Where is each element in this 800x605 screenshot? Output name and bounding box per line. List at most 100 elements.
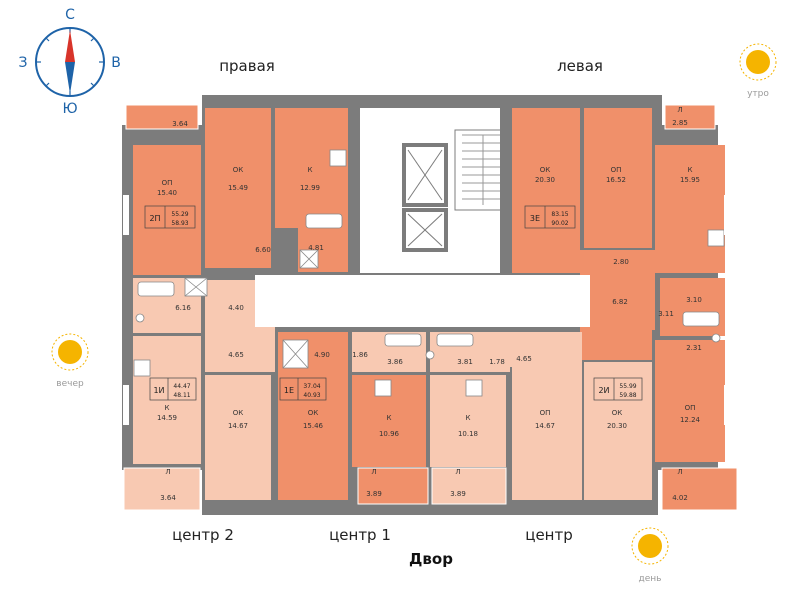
sun-morning-label: утро <box>747 89 769 99</box>
room-tag: ОП <box>685 404 696 412</box>
sun-evening-icon: вечер <box>51 333 89 389</box>
compass-needle-north <box>65 30 75 62</box>
svg-text:2П: 2П <box>149 214 160 223</box>
room-area: 16.52 <box>606 176 626 184</box>
room-area: 12.99 <box>300 184 320 192</box>
room-tag: К <box>466 414 471 422</box>
apartment-2p: 2П 55.29 58.93 <box>144 205 196 229</box>
section-label-right: правая <box>219 57 275 75</box>
common-area <box>255 108 590 327</box>
room-area: 15.95 <box>680 176 700 184</box>
svg-text:1И: 1И <box>153 386 164 395</box>
apartment-1e: 1Е 37.04 40.93 <box>279 377 327 401</box>
room-tag: К <box>387 414 392 422</box>
room-tag: ОК <box>540 166 551 174</box>
loggia-bottom-3 <box>431 467 507 505</box>
svg-text:2И: 2И <box>598 386 609 395</box>
room-tag: ОП <box>540 409 551 417</box>
svg-text:58.93: 58.93 <box>171 220 188 227</box>
svg-text:48.11: 48.11 <box>173 392 190 399</box>
room-area: 3.89 <box>450 490 466 498</box>
room-area: 1.78 <box>489 358 505 366</box>
svg-text:55.99: 55.99 <box>619 383 636 390</box>
room-area: 6.82 <box>612 298 628 306</box>
room-area: 3.64 <box>172 120 188 128</box>
loggia-bottom-4 <box>661 467 738 511</box>
svg-text:55.29: 55.29 <box>171 211 188 218</box>
sun-morning-icon: утро <box>739 43 777 99</box>
compass: С Ю З В <box>19 7 121 117</box>
svg-text:37.04: 37.04 <box>303 383 320 390</box>
room-area: 4.65 <box>516 355 532 363</box>
compass-needle-south <box>65 62 75 94</box>
room-area: 4.02 <box>672 494 688 502</box>
section-labels: правая левая центр 2 центр 1 центр Двор <box>172 57 603 568</box>
room-area: 3.89 <box>366 490 382 498</box>
apartment-2i: 2И 55.99 59.88 <box>593 377 643 401</box>
svg-text:40.93: 40.93 <box>303 392 320 399</box>
loggia-bottom-2 <box>357 467 429 505</box>
room-area: 4.40 <box>228 304 244 312</box>
compass-n: С <box>65 7 75 23</box>
room-area: 3.11 <box>658 310 674 318</box>
room-area: 3.10 <box>686 296 702 304</box>
room-tag: ОК <box>308 409 319 417</box>
room-area: 3.81 <box>457 358 473 366</box>
svg-text:83.15: 83.15 <box>551 211 568 218</box>
section-label-center: центр <box>525 526 573 544</box>
room-area: 14.67 <box>228 422 248 430</box>
room-area: 15.49 <box>228 184 248 192</box>
section-label-left: левая <box>557 57 603 75</box>
room-tag: Л <box>677 106 682 114</box>
section-label-center1: центр 1 <box>329 526 391 544</box>
room-tag: Л <box>455 468 460 476</box>
fixtures <box>133 149 725 397</box>
compass-s: Ю <box>62 101 77 117</box>
room-area: 4.65 <box>228 351 244 359</box>
room-tag: К <box>308 166 313 174</box>
room-area: 15.46 <box>303 422 324 430</box>
windows <box>123 195 730 425</box>
room-area: 2.80 <box>613 258 629 266</box>
room-area: 6.16 <box>175 304 191 312</box>
yard-label: Двор <box>409 550 453 568</box>
room-tag: К <box>688 166 693 174</box>
room-area: 2.85 <box>672 119 688 127</box>
loggia-top-right <box>664 104 716 130</box>
loggia-top-left <box>125 104 199 130</box>
room-tag: ОК <box>233 409 244 417</box>
sun-day-icon: день <box>631 527 669 584</box>
apartment-3e: 3Е 83.15 90.02 <box>524 205 576 229</box>
room-area: 10.96 <box>379 430 400 438</box>
room-tag: ОК <box>233 166 244 174</box>
svg-text:3Е: 3Е <box>530 214 540 223</box>
room-area: 20.30 <box>535 176 555 184</box>
loggia-bottom-1 <box>123 467 201 511</box>
svg-text:59.88: 59.88 <box>619 392 636 399</box>
compass-e: В <box>111 55 121 71</box>
apartment-codes: 2П 55.29 58.93 3Е 83.15 90.02 1И 44.47 4… <box>144 205 643 401</box>
room-tag: Л <box>677 468 682 476</box>
room-area: 4.81 <box>308 244 324 252</box>
room-area: 20.30 <box>607 422 627 430</box>
room-area: 14.67 <box>535 422 555 430</box>
apartment-1i: 1И 44.47 48.11 <box>149 377 197 401</box>
room-area: 2.31 <box>686 344 702 352</box>
room-area: 3.64 <box>160 494 176 502</box>
rooms-light <box>133 278 652 500</box>
room-tag: ОП <box>611 166 622 174</box>
room-area: 4.90 <box>314 351 330 359</box>
room-labels: 3.64 ОП 15.40 ОК 15.49 К 12.99 6.60 4.81… <box>157 106 702 502</box>
sun-day-label: день <box>639 574 662 584</box>
room-area: 12.24 <box>680 416 701 424</box>
svg-text:1Е: 1Е <box>284 386 294 395</box>
svg-text:44.47: 44.47 <box>173 383 190 390</box>
svg-text:90.02: 90.02 <box>551 220 568 227</box>
room-tag: Л <box>371 468 376 476</box>
room-area: 3.86 <box>387 358 403 366</box>
room-tag: ОП <box>162 179 173 187</box>
sun-evening-label: вечер <box>56 379 84 389</box>
room-tag: Л <box>165 468 170 476</box>
room-area: 14.59 <box>157 414 177 422</box>
